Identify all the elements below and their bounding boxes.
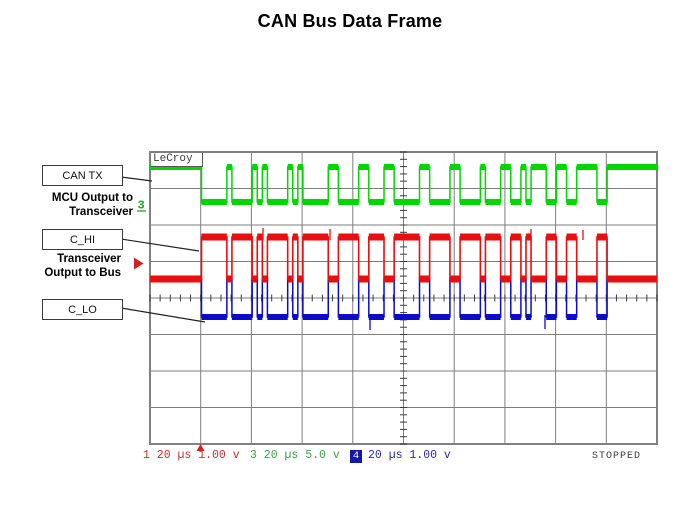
acquisition-status: STOPPED [592, 451, 642, 462]
mcu-output-line2: Transceiver [69, 206, 133, 218]
c-hi-trace [150, 233, 657, 283]
ch1-marker-icon [134, 257, 144, 270]
ch4-badge: 4 [350, 449, 362, 463]
label-pointer-line [120, 238, 200, 252]
c-hi-label: C_HI [69, 233, 96, 246]
ch3-readout: 3 20 µs 5.0 v [250, 449, 340, 462]
can-tx-trace [150, 164, 657, 205]
lecroy-logo: LeCroy [151, 153, 203, 167]
ch4-readout: 20 µs 1.00 v [368, 449, 451, 462]
ch1-readout: 1 20 µs 1.00 v [143, 449, 240, 462]
page-title: CAN Bus Data Frame [257, 11, 443, 31]
c-lo-label: C_LO [68, 303, 97, 316]
transceiver-output-line1: Transceiver [57, 253, 121, 265]
transceiver-output-label: Transceiver Output to Bus [1, 252, 121, 280]
mcu-output-label: MCU Output to Transceiver [13, 191, 133, 219]
c-hi-label-box: C_HI [42, 229, 123, 250]
transceiver-output-line2: Output to Bus [44, 267, 121, 279]
ch3-marker: 3 [138, 199, 145, 213]
c-lo-label-box: C_LO [42, 299, 123, 320]
label-pointer-line [120, 307, 206, 323]
label-pointer-line [120, 176, 153, 182]
can-tx-label-box: CAN TX [42, 165, 123, 186]
mcu-output-line1: MCU Output to [51, 192, 133, 204]
trigger-position-arrow-icon [196, 444, 205, 451]
can-tx-label: CAN TX [62, 169, 103, 182]
